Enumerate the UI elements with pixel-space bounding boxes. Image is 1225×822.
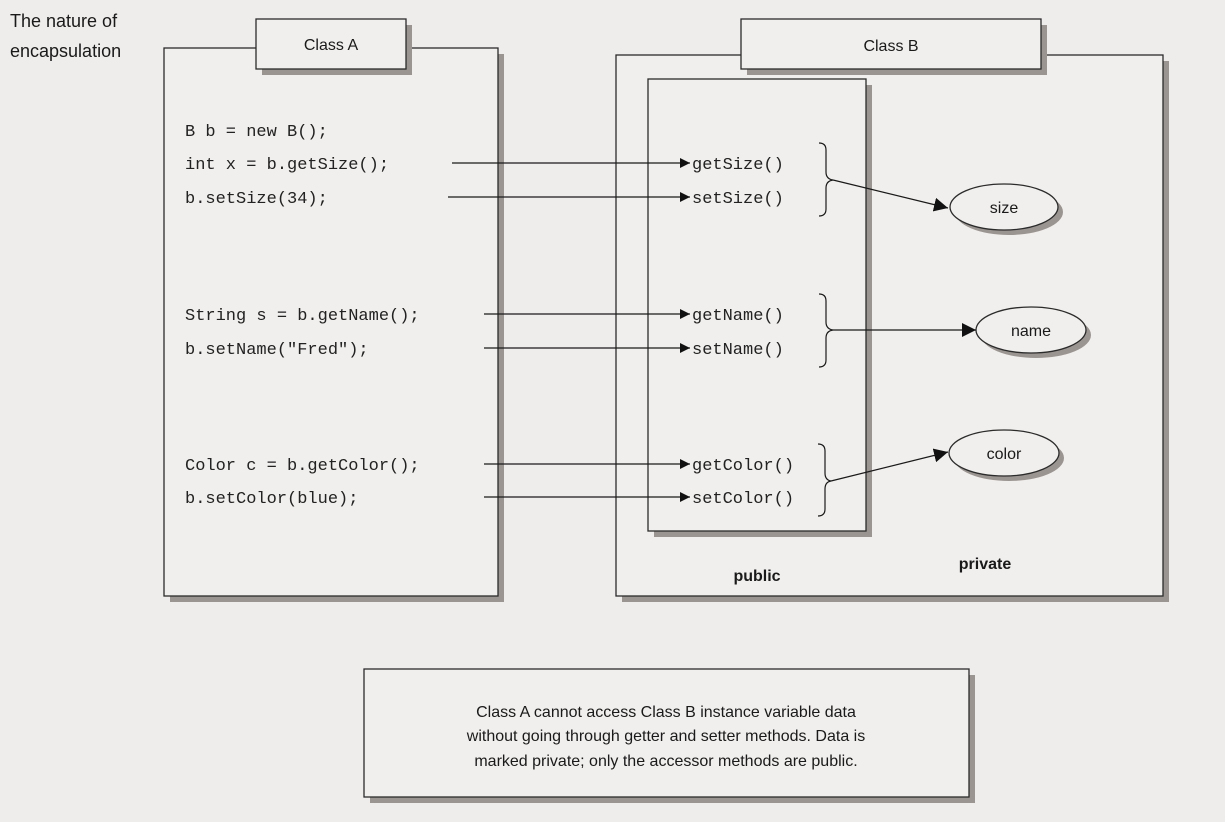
caption-line: without going through getter and setter … (466, 728, 865, 745)
caption-line: Class A cannot access Class B instance v… (476, 704, 856, 721)
code-line: String s = b.getName(); (185, 307, 420, 326)
field-size-label: size (990, 200, 1019, 217)
arrow-to-size (832, 179, 949, 212)
code-line: b.setSize(34); (185, 190, 328, 209)
field-size: size (949, 183, 1063, 235)
code-line: b.setName("Fred"); (185, 341, 369, 360)
code-line: int x = b.getSize(); (185, 156, 389, 175)
class-a-box: Class A B b = new B(); int x = b.getSize… (163, 18, 504, 602)
method-setname: setName() (692, 341, 784, 360)
field-color-label: color (987, 446, 1022, 463)
field-name-label: name (1011, 323, 1051, 340)
arrow-to-color (830, 448, 949, 482)
caption-box: Class A cannot access Class B instance v… (363, 668, 975, 803)
class-a-label: Class A (304, 37, 359, 54)
class-b-label: Class B (863, 38, 918, 55)
figure-title-line-1: The nature of (10, 11, 118, 31)
method-getname: getName() (692, 307, 784, 326)
private-label: private (959, 556, 1012, 573)
public-label: public (733, 568, 780, 585)
method-getcolor: getColor() (692, 457, 794, 476)
method-setsize: setSize() (692, 190, 784, 209)
class-b-box: Class B public private getSize() setSize… (615, 18, 1169, 602)
public-section: public (647, 78, 872, 585)
figure-title-line-2: encapsulation (10, 41, 121, 61)
method-setcolor: setColor() (692, 490, 794, 509)
code-line: B b = new B(); (185, 123, 328, 142)
field-name: name (975, 306, 1091, 358)
method-getsize: getSize() (692, 156, 784, 175)
caption-line: marked private; only the accessor method… (474, 753, 857, 770)
field-color: color (948, 429, 1064, 481)
code-line: b.setColor(blue); (185, 490, 358, 509)
code-line: Color c = b.getColor(); (185, 457, 420, 476)
